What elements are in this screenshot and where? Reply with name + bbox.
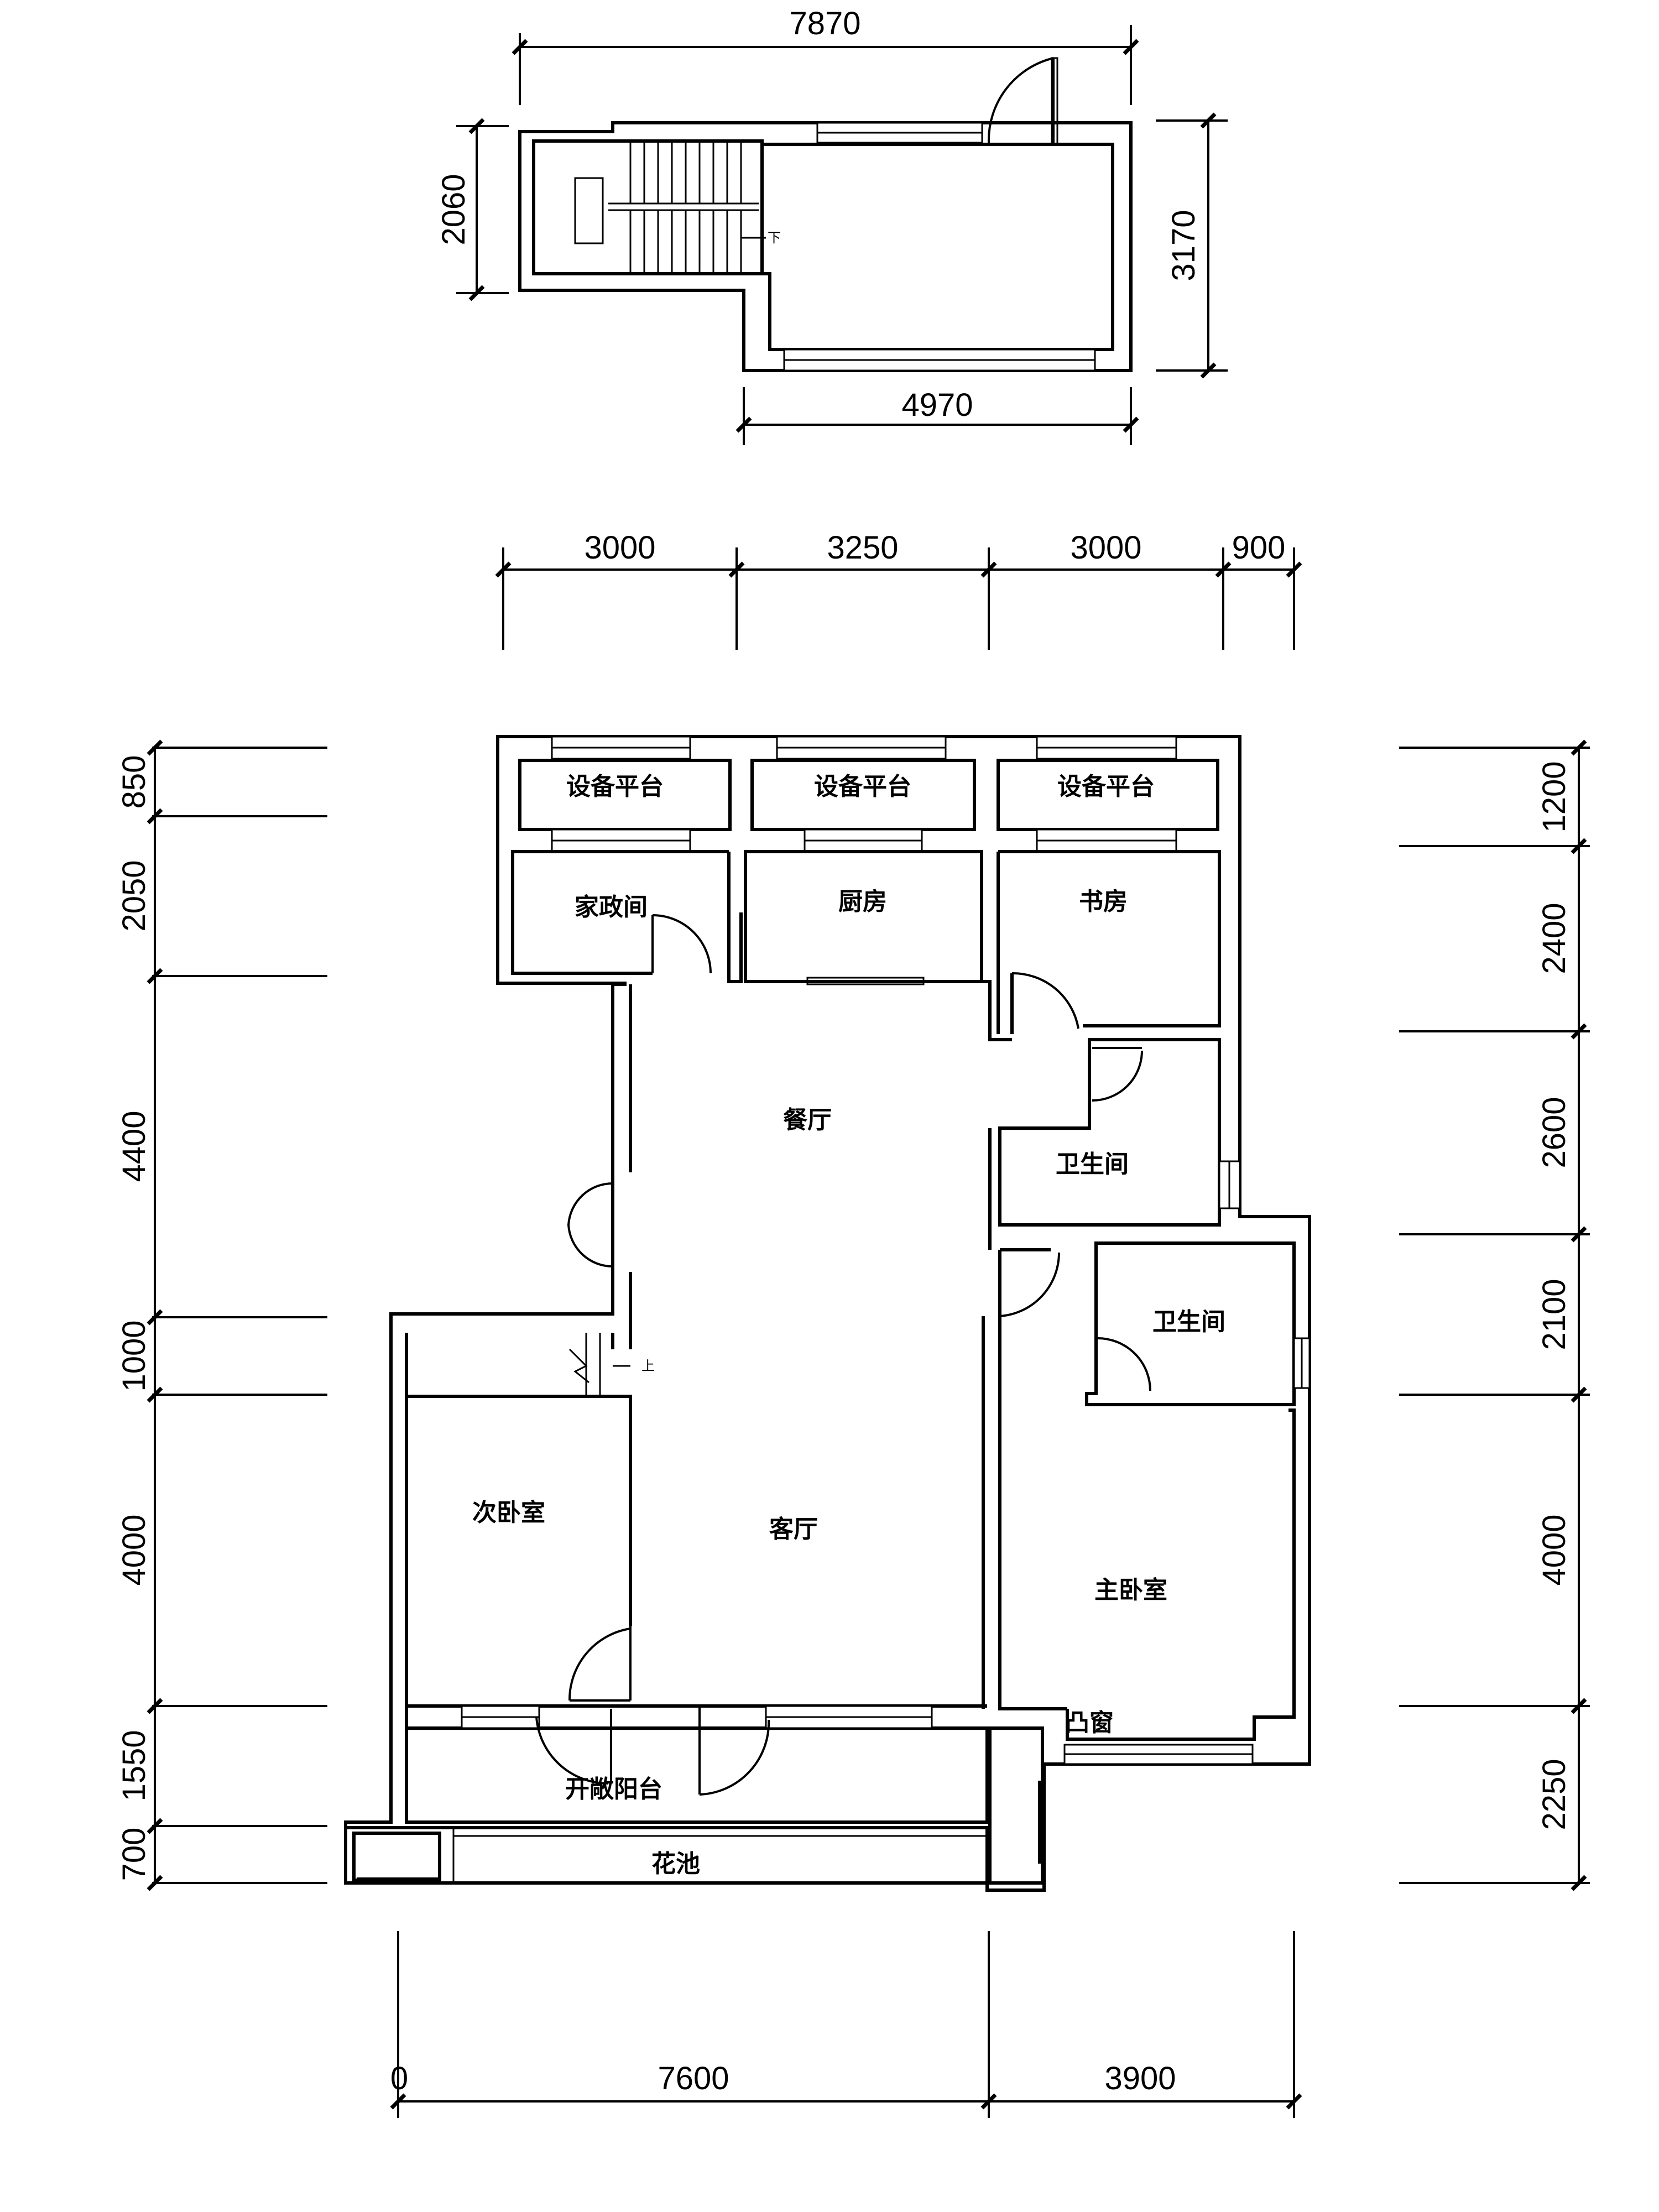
upper-dim-bottom: 4970 bbox=[735, 387, 1139, 445]
upper-dim-top: 7870 bbox=[512, 6, 1139, 105]
main-dim-left-1: 2050 bbox=[116, 860, 152, 931]
upper-door bbox=[987, 57, 1058, 145]
main-dim-top-0: 3000 bbox=[584, 530, 655, 566]
room-second-bedroom-label: 次卧室 bbox=[472, 1499, 545, 1527]
door-second-bedroom bbox=[568, 1626, 632, 1702]
upper-inner-wall bbox=[532, 139, 1114, 351]
door-utility bbox=[651, 914, 712, 974]
second-bedroom-wall bbox=[405, 1395, 632, 1708]
main-dim-bottom-0: 0 bbox=[390, 2060, 408, 2096]
main-floor-plan: 上 bbox=[344, 735, 1311, 1892]
main-dim-right-5: 2250 bbox=[1536, 1759, 1572, 1830]
main-dims-right: 1200 2400 2600 2100 4000 2250 bbox=[1399, 739, 1590, 1891]
door-dining-left bbox=[567, 1178, 614, 1268]
main-dim-right-4: 4000 bbox=[1536, 1514, 1572, 1585]
room-kitchen-label: 厨房 bbox=[838, 888, 887, 916]
upper-dim-left: 2060 bbox=[436, 118, 509, 301]
door-study bbox=[1011, 972, 1079, 1029]
door-bath1 bbox=[1092, 1047, 1143, 1102]
room-study-label: 书房 bbox=[1079, 888, 1128, 916]
study-wall bbox=[998, 850, 1221, 1027]
room-dining-label: 餐厅 bbox=[783, 1106, 832, 1134]
upper-stair-label: 下 bbox=[768, 230, 781, 246]
upper-stair: 下 bbox=[574, 141, 781, 274]
room-bay-window-label: 凸窗 bbox=[1065, 1709, 1114, 1737]
upper-dim-right: 3170 bbox=[1156, 112, 1228, 379]
main-dim-right-2: 2600 bbox=[1536, 1097, 1572, 1168]
room-utility-label: 家政间 bbox=[575, 893, 648, 921]
room-flower-bed-label: 花池 bbox=[651, 1850, 700, 1878]
main-dim-left-5: 1550 bbox=[116, 1730, 152, 1801]
upper-dim-bottom-label: 4970 bbox=[901, 387, 973, 423]
main-dim-bottom-2: 3900 bbox=[1104, 2060, 1176, 2096]
main-dim-bottom-1: 7600 bbox=[658, 2060, 729, 2096]
main-dim-top-2: 3000 bbox=[1070, 530, 1141, 566]
room-bath1-label: 卫生间 bbox=[1056, 1150, 1129, 1178]
main-stair-label: 上 bbox=[641, 1358, 655, 1374]
dining-left-wall bbox=[611, 984, 632, 1349]
main-dims-top: 3000 3250 3000 900 bbox=[495, 530, 1302, 650]
utility-room-wall bbox=[511, 850, 729, 975]
main-dim-top-3: 900 bbox=[1232, 530, 1286, 566]
open-balcony bbox=[405, 1726, 989, 1824]
door-balcony bbox=[535, 1706, 770, 1796]
upper-outer-wall bbox=[518, 121, 1133, 372]
room-bath2-label: 卫生间 bbox=[1152, 1308, 1225, 1336]
main-dim-right-0: 1200 bbox=[1536, 761, 1572, 832]
main-dim-left-0: 850 bbox=[116, 755, 152, 809]
room-living-label: 客厅 bbox=[769, 1515, 818, 1543]
main-dim-right-1: 2400 bbox=[1536, 902, 1572, 974]
main-dims-left: 850 2050 4400 1000 4000 1550 700 bbox=[116, 739, 327, 1891]
main-dim-top-1: 3250 bbox=[827, 530, 898, 566]
master-bedroom-wall bbox=[998, 1248, 1296, 1741]
room-open-balcony-label: 开敞阳台 bbox=[565, 1775, 662, 1803]
main-dim-left-2: 4400 bbox=[116, 1110, 152, 1182]
upper-dim-right-label: 3170 bbox=[1166, 210, 1202, 281]
room-equip-2-label: 设备平台 bbox=[814, 773, 911, 801]
door-bath2-corridor bbox=[999, 1249, 1061, 1317]
upper-dim-left-label: 2060 bbox=[436, 174, 472, 245]
main-dim-right-3: 2100 bbox=[1536, 1279, 1572, 1350]
main-stair: 上 bbox=[568, 1333, 655, 1396]
upper-floor-plan: 7870 2060 3170 4970 bbox=[436, 6, 1228, 445]
main-dim-left-3: 1000 bbox=[116, 1320, 152, 1391]
door-bath2 bbox=[1095, 1337, 1151, 1394]
main-dims-bottom: 0 7600 3900 bbox=[390, 1931, 1302, 2118]
main-dim-left-4: 4000 bbox=[116, 1514, 152, 1585]
room-equip-1-label: 设备平台 bbox=[566, 773, 664, 801]
room-equip-3-label: 设备平台 bbox=[1057, 773, 1155, 801]
bath1-wall bbox=[998, 1038, 1221, 1227]
main-dim-left-6: 700 bbox=[116, 1828, 152, 1881]
upper-dim-top-label: 7870 bbox=[789, 6, 860, 41]
room-master-bedroom-label: 主卧室 bbox=[1094, 1576, 1167, 1604]
flower-bed bbox=[344, 1826, 989, 1885]
kitchen-wall bbox=[744, 850, 983, 983]
